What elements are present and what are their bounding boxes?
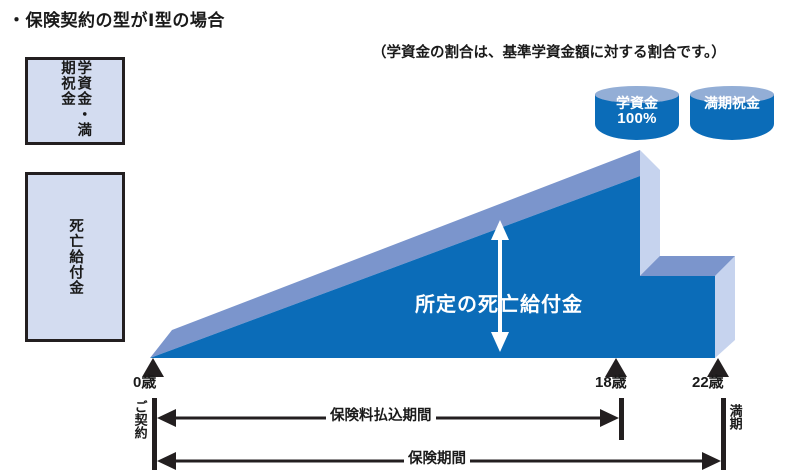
tick-marker-22 xyxy=(707,358,729,377)
legend-box-death-label: 死亡給付金 xyxy=(67,218,84,296)
page-title: ・保険契約の型がⅠ型の場合 xyxy=(8,11,225,30)
timeline-label-maturity: 満期 xyxy=(727,404,743,430)
cylinder-education-value: 100% xyxy=(617,110,657,127)
axis-label-age-18: 18歳 xyxy=(595,374,627,391)
cylinder-maturity-name: 満期祝金 xyxy=(704,95,760,111)
legend-box-education-label: 学資金・満期祝金 xyxy=(59,60,92,138)
legend-box-death: 死亡給付金 xyxy=(25,172,125,342)
note-text: （学資金の割合は、基準学資金額に対する割合です。） xyxy=(372,45,726,61)
tick-marker-18 xyxy=(605,358,627,377)
cylinder-maturity-label: 満期祝金 xyxy=(690,95,774,111)
chart-inner-label: 所定の死亡給付金 xyxy=(415,294,583,316)
cylinder-education-fund: 学資金 100% xyxy=(595,86,679,148)
cylinder-top-ellipse xyxy=(690,86,774,103)
axis-label-age-22: 22歳 xyxy=(692,374,724,391)
timeline-rule-start xyxy=(152,398,157,470)
cylinder-education-label: 学資金 100% xyxy=(595,95,679,127)
legend-box-education: 学資金・満期祝金 xyxy=(25,57,125,145)
timeline-period-payment-label: 保険料払込期間 xyxy=(326,404,436,425)
tick-marker-0 xyxy=(142,358,164,377)
death-benefit-arrow xyxy=(491,220,509,352)
axis-label-age-0: 0歳 xyxy=(133,374,157,391)
timeline-rule-age18 xyxy=(619,398,624,440)
cylinder-top-ellipse xyxy=(595,86,679,103)
timeline-rule-age22 xyxy=(721,398,726,470)
cylinder-maturity-benefit: 満期祝金 xyxy=(690,86,774,148)
cylinder-education-name: 学資金 xyxy=(616,95,658,111)
timeline-label-contract: ご契約 xyxy=(132,400,148,439)
timeline-period-insurance-label: 保険期間 xyxy=(404,447,470,468)
